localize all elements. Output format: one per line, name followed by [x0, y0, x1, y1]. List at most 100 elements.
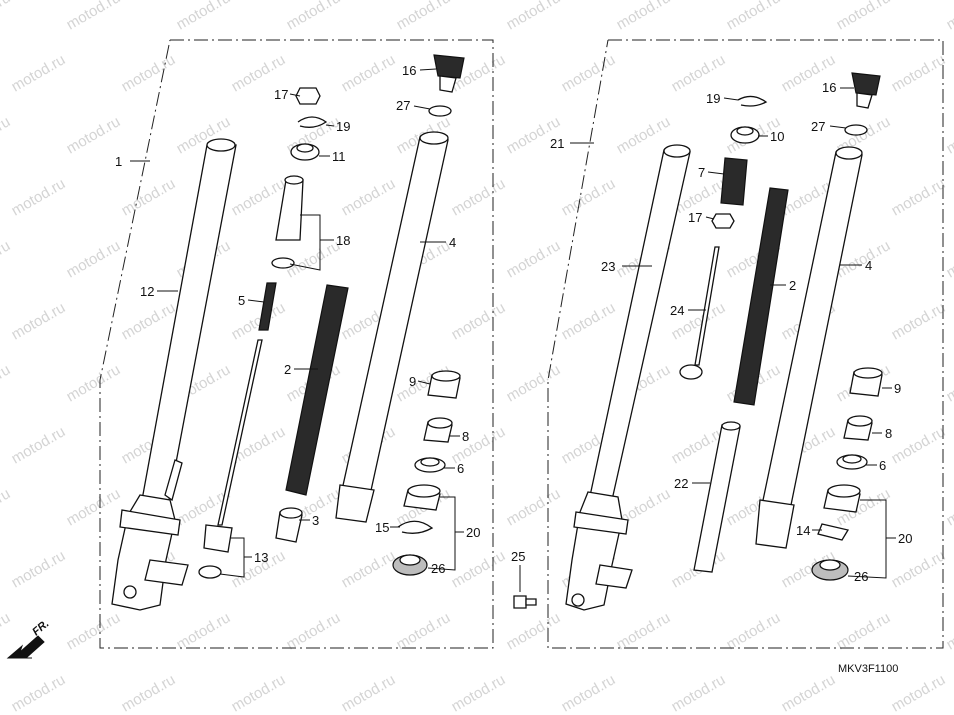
leader-18	[289, 214, 334, 271]
watermark-text: motod.ru	[0, 237, 13, 281]
oil-seal-20-part[interactable]	[403, 484, 441, 511]
nut-17-part[interactable]	[295, 87, 321, 105]
bolt-25-part[interactable]	[513, 565, 537, 609]
spacer-18-part[interactable]	[271, 175, 304, 269]
watermark-text: motod.ru	[0, 113, 13, 157]
clip-19-part[interactable]	[297, 116, 328, 128]
nut-17-right-part[interactable]	[711, 213, 735, 229]
callout-22: 22	[674, 476, 688, 491]
fork-spring-2-right-part[interactable]	[733, 187, 789, 406]
watermark-text: motod.ru	[64, 237, 124, 281]
left-fork-assembly: 1 12 17 19 11 18 5 2 3 13 16 27 4 9 8 6 …	[99, 39, 494, 649]
callout-21: 21	[550, 136, 564, 151]
callout-9-right: 9	[894, 381, 901, 396]
cartridge-22-part[interactable]	[693, 421, 741, 573]
clip-15-part[interactable]	[397, 520, 434, 534]
watermark-text: motod.ru	[394, 0, 454, 33]
left-assembly-frame	[99, 39, 494, 649]
callout-4: 4	[449, 235, 456, 250]
fork-tube-23-part[interactable]	[565, 144, 691, 611]
damper-rod-13-part[interactable]	[198, 339, 263, 579]
spring-5-part[interactable]	[258, 282, 277, 331]
watermark-text: motod.ru	[229, 671, 289, 715]
leader-16	[419, 68, 437, 71]
collar-11-part[interactable]	[290, 143, 320, 161]
washer-6-part[interactable]	[414, 457, 446, 473]
callout-27-right: 27	[811, 119, 825, 134]
leader-19	[325, 124, 335, 127]
watermark-text: motod.ru	[9, 671, 69, 715]
dust-seal-26-right-part[interactable]	[811, 559, 849, 581]
watermark-text: motod.ru	[449, 671, 509, 715]
leader-27	[413, 105, 431, 110]
watermark-text: motod.ru	[834, 0, 894, 33]
callout-27: 27	[396, 98, 410, 113]
clip-19-right-part[interactable]	[737, 95, 768, 107]
bushing-9-right-part[interactable]	[849, 367, 883, 397]
watermark-text: motod.ru	[889, 423, 949, 467]
watermark-text: motod.ru	[284, 237, 344, 281]
washer-6-right-part[interactable]	[836, 454, 868, 470]
watermark-text: motod.ru	[944, 113, 954, 157]
callout-2-right: 2	[789, 278, 796, 293]
watermark-text: motod.ru	[64, 0, 124, 33]
watermark-text: motod.ru	[9, 423, 69, 467]
dust-seal-26-part[interactable]	[392, 554, 428, 576]
leader-13	[219, 537, 252, 578]
bushing-8-part[interactable]	[423, 417, 453, 443]
watermark-text: motod.ru	[339, 547, 399, 591]
watermark-text: motod.ru	[944, 0, 954, 33]
arrow-icon	[6, 635, 45, 659]
watermark-text: motod.ru	[614, 0, 674, 33]
watermark-text: motod.ru	[229, 175, 289, 219]
watermark-text: motod.ru	[119, 299, 179, 343]
rod-24-part[interactable]	[679, 246, 720, 380]
callout-13: 13	[254, 550, 268, 565]
leader-5	[247, 299, 265, 303]
watermark-text: motod.ru	[174, 0, 234, 33]
bushing-8-right-part[interactable]	[843, 415, 873, 441]
oil-seal-20-right-part[interactable]	[823, 484, 861, 513]
watermark-text: motod.ru	[889, 175, 949, 219]
callout-16: 16	[402, 63, 416, 78]
bushing-9-part[interactable]	[427, 370, 461, 399]
o-ring-27-right-part[interactable]	[844, 124, 868, 136]
callout-20: 20	[466, 525, 480, 540]
spring-7-part[interactable]	[720, 157, 748, 206]
right-fork-assembly: 21 23 19 10 7 17 24 2 22 16 27 4 9 8 6 1…	[547, 39, 944, 649]
callout-20-right: 20	[898, 531, 912, 546]
callout-1: 1	[115, 154, 122, 169]
watermark-text: motod.ru	[449, 299, 509, 343]
piston-3-part[interactable]	[275, 507, 303, 543]
callout-24: 24	[670, 303, 684, 318]
outer-tube-4-part[interactable]	[335, 131, 449, 523]
callout-26-right: 26	[854, 569, 868, 584]
leader-20-right	[847, 499, 896, 579]
watermark-text: motod.ru	[889, 671, 949, 715]
watermark-text: motod.ru	[0, 609, 13, 653]
cap-bolt-16-part[interactable]	[433, 54, 465, 93]
outer-tube-4-right-part[interactable]	[755, 146, 863, 549]
callout-10: 10	[770, 129, 784, 144]
collar-10-part[interactable]	[730, 126, 760, 144]
leader-27-right	[829, 125, 847, 129]
callout-6: 6	[457, 461, 464, 476]
diagram-code: MKV3F1100	[838, 663, 898, 675]
watermark-text: motod.ru	[64, 361, 124, 405]
callout-17-right: 17	[688, 210, 702, 225]
o-ring-27-part[interactable]	[428, 105, 452, 117]
watermark-text: motod.ru	[504, 0, 564, 33]
fork-spring-2-part[interactable]	[285, 284, 349, 496]
cap-bolt-16-right-part[interactable]	[851, 72, 881, 109]
clip-14-part[interactable]	[817, 523, 850, 541]
callout-7: 7	[698, 165, 705, 180]
fork-tube-part[interactable]	[111, 138, 237, 611]
watermark-text: motod.ru	[284, 609, 344, 653]
leader-7	[707, 171, 725, 175]
watermark-text: motod.ru	[889, 51, 949, 95]
watermark-text: motod.ru	[944, 237, 954, 281]
callout-3: 3	[312, 513, 319, 528]
watermark-text: motod.ru	[9, 175, 69, 219]
watermark-text: motod.ru	[944, 361, 954, 405]
